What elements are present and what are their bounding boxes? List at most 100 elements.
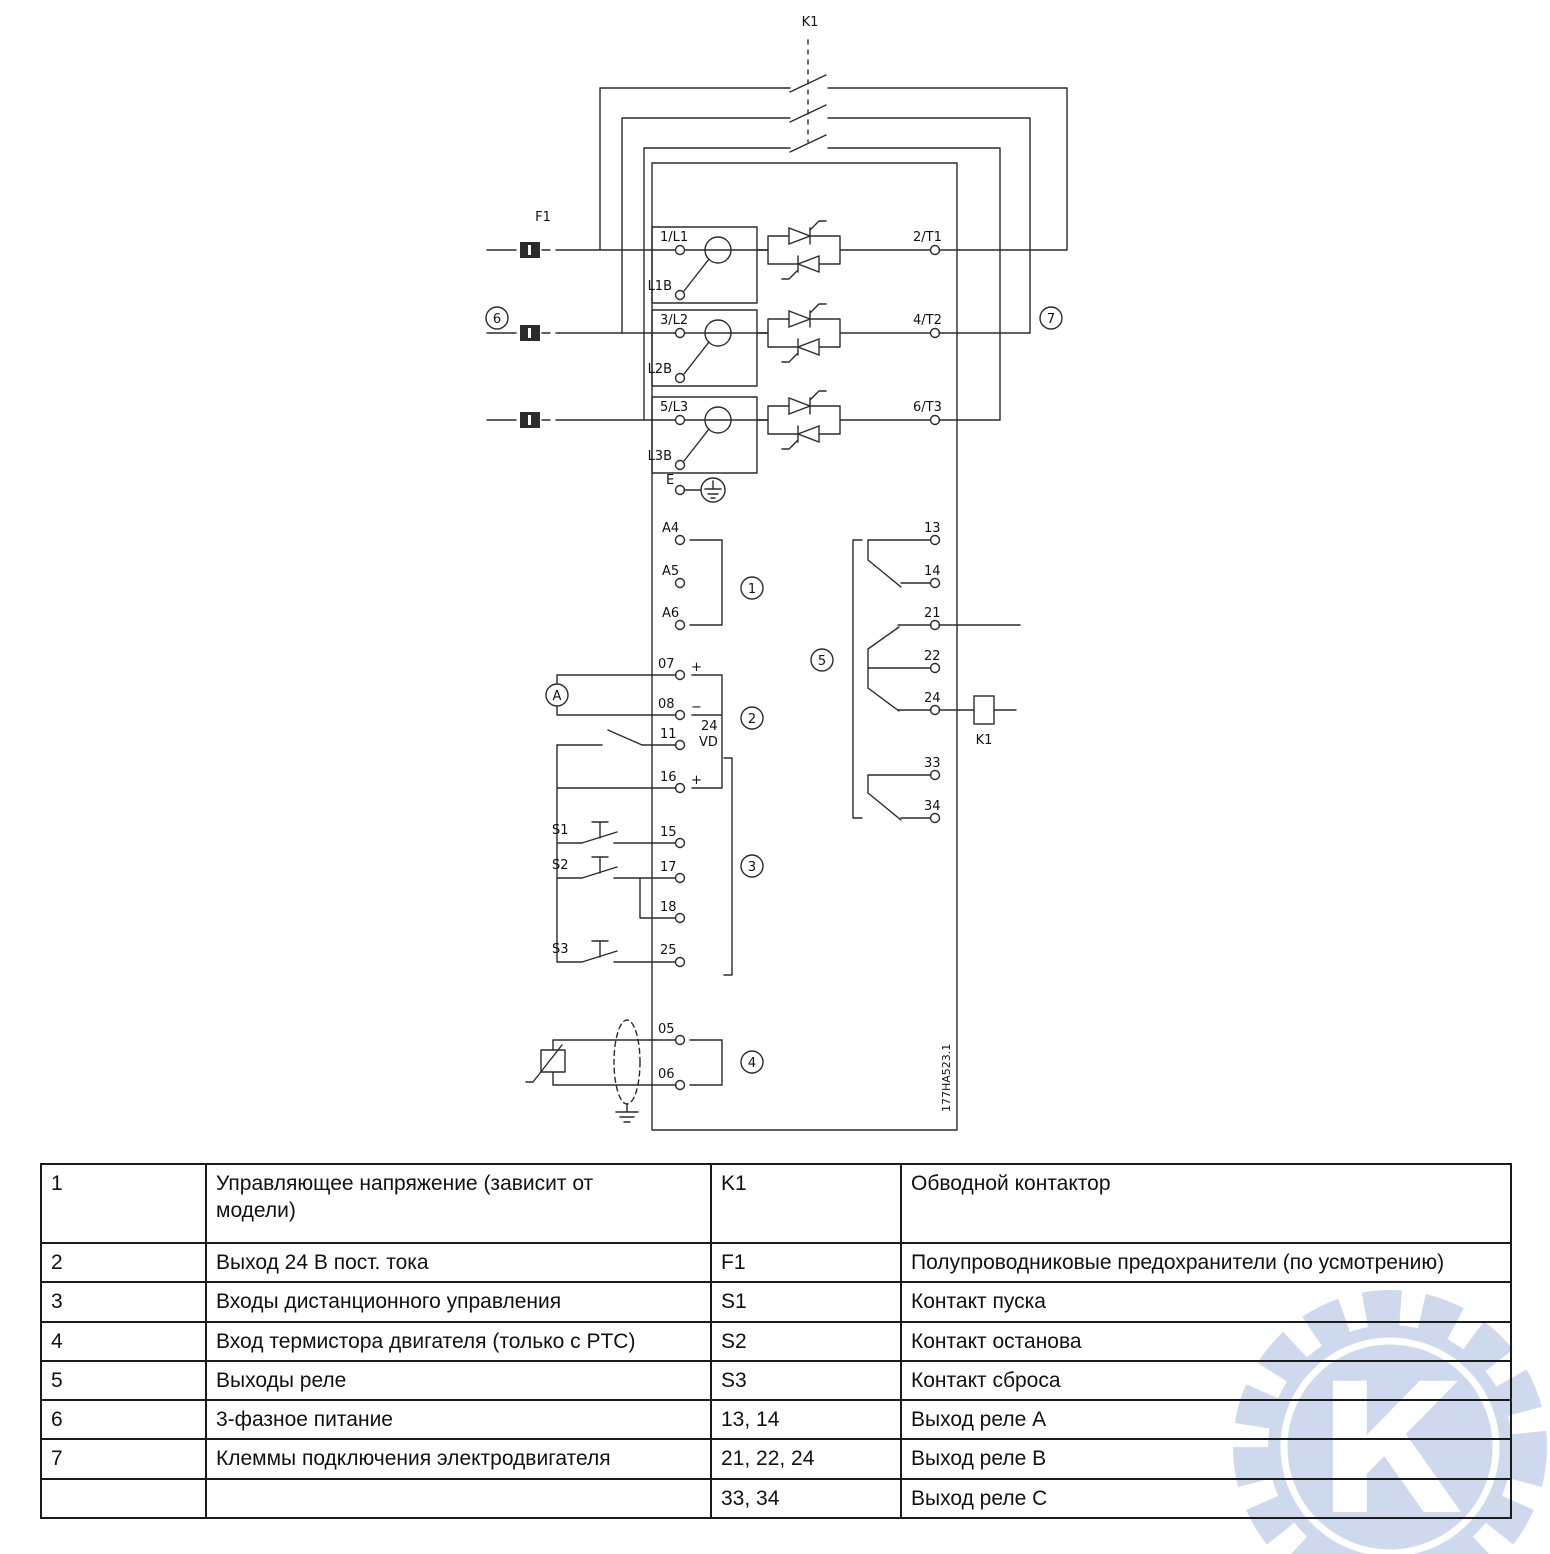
terminal-13 (929, 534, 941, 546)
svg-text:6: 6 (493, 312, 501, 327)
phase3-terminal-box (651, 396, 758, 474)
terminal-2T1 (929, 244, 941, 256)
legend-code: 13, 14 (710, 1399, 902, 1441)
relayA-contact-icon (867, 539, 932, 588)
softstarter-outline (651, 162, 958, 1131)
legend-desc: Выходы реле (205, 1359, 712, 1402)
terminal-A4-label: A4 (662, 521, 679, 536)
legend-code: S3 (710, 1359, 902, 1402)
control-common-rail (556, 744, 677, 963)
contactor-pole2-wires (621, 117, 1031, 334)
terminal-6T3-label: 6/T3 (913, 400, 942, 415)
dc-output-group: 07 + 08 − A 24 VD 2 (545, 657, 764, 789)
phase2-current-transformer-icon (704, 319, 732, 347)
thermistor-group: 05 06 4 (525, 1019, 764, 1123)
legend-num: 5 (40, 1359, 207, 1402)
contactor-pole2-blade (789, 104, 827, 123)
terminal-A5 (674, 577, 686, 589)
terminal-06-label: 06 (658, 1067, 675, 1082)
legend-desc: Входы дистанционного управления (205, 1281, 712, 1323)
terminal-11-label: 11 (660, 727, 677, 742)
terminal-2T1-label: 2/T1 (913, 230, 942, 245)
callout-3: 3 (740, 854, 764, 878)
bypass-contactor-section: K1 (599, 15, 1068, 421)
terminal-L2B-label: L2B (648, 362, 672, 377)
terminal-07 (674, 669, 686, 681)
legend-num: 2 (40, 1241, 207, 1284)
plus-sign-07: + (691, 660, 702, 675)
plus-sign-16: + (691, 773, 702, 788)
phase2-terminal-box (651, 309, 758, 387)
switch-S1-label: S1 (552, 823, 569, 838)
terminal-4T2-label: 4/T2 (913, 313, 942, 328)
legend-code: S2 (710, 1320, 902, 1362)
doc-reference: 177HA523.1 (940, 1044, 953, 1112)
wiring-diagram: K1 F1 1/L1 L1B 2/T1 (485, 15, 1068, 1131)
svg-text:5: 5 (818, 654, 826, 669)
legend-desc: Клеммы подключения электродвигателя (205, 1438, 712, 1480)
callout-5: 5 (810, 648, 834, 672)
ammeter-label: A (553, 689, 562, 704)
legend-label: Обводной контактор (900, 1163, 1512, 1244)
terminal-15-label: 15 (660, 825, 677, 840)
earth-terminal-group: E (666, 473, 726, 503)
phase3-scr-bottom-icon (796, 424, 820, 444)
callout-2: 2 (740, 706, 764, 730)
terminal-05 (674, 1034, 686, 1046)
legend-code: F1 (710, 1241, 902, 1284)
dc24-label-line1: 24 (701, 719, 718, 734)
bracket-2 (691, 674, 723, 789)
legend-label: Контакт останова (900, 1320, 1512, 1362)
terminal-14 (929, 577, 941, 589)
terminal-25 (674, 956, 686, 968)
supply-switch-group: 11 16 + (556, 727, 702, 963)
terminal-17-label: 17 (660, 860, 677, 875)
legend-num: 6 (40, 1399, 207, 1441)
terminal-34 (929, 812, 941, 824)
ammeter-icon (545, 683, 569, 707)
terminal-15 (674, 837, 686, 849)
thermistor-icon (540, 1049, 566, 1073)
terminal-3L2 (674, 327, 686, 339)
phase1-current-transformer-icon (704, 236, 732, 264)
terminal-5L3-label: 5/L3 (660, 400, 688, 415)
legend-row-7: 7 Клеммы подключения электродвигателя 21… (40, 1438, 1512, 1480)
pushbutton-S3-icon (556, 940, 677, 963)
terminal-A6 (674, 619, 686, 631)
terminal-6T3 (929, 414, 941, 426)
terminal-34-label: 34 (924, 799, 941, 814)
relayB-contact-icon (867, 626, 932, 712)
terminal-1L1 (674, 244, 686, 256)
contactor-pole3-blade (789, 134, 827, 153)
legend-num: 3 (40, 1281, 207, 1323)
svg-text:4: 4 (748, 1056, 756, 1071)
terminal-11 (674, 739, 686, 751)
control-voltage-group: A4 A5 A6 1 (662, 521, 764, 631)
bracket-3 (723, 757, 733, 976)
svg-text:3: 3 (748, 860, 756, 875)
remote-inputs-group: S1 15 S2 17 18 S3 25 3 (552, 757, 764, 976)
phase2-circuit: 3/L2 L2B 4/T2 (486, 303, 1031, 387)
terminal-5L3 (674, 414, 686, 426)
cable-shield-icon (613, 1019, 641, 1105)
shield-ground-icon (615, 1103, 639, 1123)
phase1-circuit: F1 1/L1 L1B 2/T1 (486, 210, 1068, 304)
terminal-24-label: 24 (924, 691, 941, 706)
contactor-pole3-wires (643, 147, 1001, 421)
legend-label: Полупроводниковые предохранители (по усм… (900, 1241, 1512, 1284)
legend-row-5: 5 Выходы реле S3 Контакт сброса (40, 1359, 1512, 1402)
terminal-L1B (674, 289, 686, 301)
legend-table: 1 Управляющее напряжение (зависит от мод… (40, 1163, 1512, 1520)
dc24-label-line2: VD (699, 735, 718, 750)
bypass-contactor-label: K1 (802, 15, 819, 30)
protective-earth-icon (700, 477, 726, 503)
legend-desc: Вход термистора двигателя (только с PTC) (205, 1320, 712, 1362)
terminal-14-label: 14 (924, 564, 941, 579)
legend-num (40, 1477, 207, 1520)
legend-desc (205, 1477, 712, 1520)
legend-label: Выход реле B (900, 1438, 1512, 1480)
legend-desc: Управляющее напряжение (зависит от модел… (205, 1163, 712, 1244)
terminal-21 (929, 619, 941, 631)
legend-row-1: 1 Управляющее напряжение (зависит от мод… (40, 1163, 1512, 1244)
